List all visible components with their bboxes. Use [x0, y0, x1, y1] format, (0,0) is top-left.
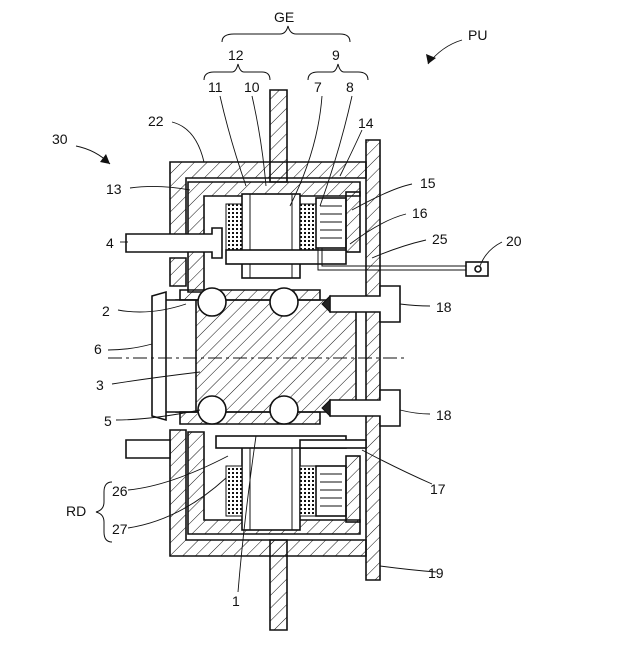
rotor-upper [226, 250, 346, 264]
label-20: 20 [506, 233, 522, 249]
label-26: 26 [112, 483, 128, 499]
stator-lower [242, 446, 300, 530]
label-5: 5 [104, 413, 112, 429]
label-17: 17 [430, 481, 446, 497]
label-6: 6 [94, 341, 102, 357]
housing-22-upper-side [170, 258, 186, 286]
mounting-plate-19 [366, 140, 380, 580]
label-12: 12 [228, 47, 244, 63]
bearing-ball-2 [270, 288, 298, 316]
label-22: 22 [148, 113, 164, 129]
label-pu: PU [468, 27, 487, 43]
label-ge: GE [274, 9, 294, 25]
label-18-lower: 18 [436, 407, 452, 423]
label-7: 7 [314, 79, 322, 95]
stud-bolt-lower [126, 440, 170, 458]
bearing-ball-3 [198, 396, 226, 424]
coil-winding-lower-right [300, 466, 316, 516]
coil-winding-lower-left [226, 466, 242, 516]
brace-rd [96, 482, 112, 542]
brace-9 [308, 64, 368, 80]
hub-body-3 [176, 300, 356, 412]
brace-ge [222, 26, 350, 42]
stator-7 [242, 194, 300, 278]
label-8: 8 [346, 79, 354, 95]
label-14: 14 [358, 115, 374, 131]
label-11: 11 [208, 79, 223, 95]
cover-lower [346, 456, 360, 522]
label-9: 9 [332, 47, 340, 63]
label-27: 27 [112, 521, 128, 537]
plate-17 [300, 440, 366, 448]
bearing-ball-1 [198, 288, 226, 316]
label-rd: RD [66, 503, 86, 519]
label-15: 15 [420, 175, 436, 191]
label-2: 2 [102, 303, 110, 319]
label-25: 25 [432, 231, 448, 247]
cover-14 [346, 192, 360, 252]
label-18-upper: 18 [436, 299, 452, 315]
coil-winding-upper-right [300, 204, 316, 250]
label-3: 3 [96, 377, 104, 393]
label-30: 30 [52, 131, 68, 147]
label-19: 19 [428, 565, 444, 581]
brace-12 [204, 64, 270, 80]
label-13: 13 [106, 181, 122, 197]
bearing-ball-4 [270, 396, 298, 424]
label-1: 1 [232, 593, 240, 609]
coil-winding-upper-left [226, 204, 242, 250]
label-10: 10 [244, 79, 260, 95]
label-16: 16 [412, 205, 428, 221]
label-4: 4 [106, 235, 114, 251]
